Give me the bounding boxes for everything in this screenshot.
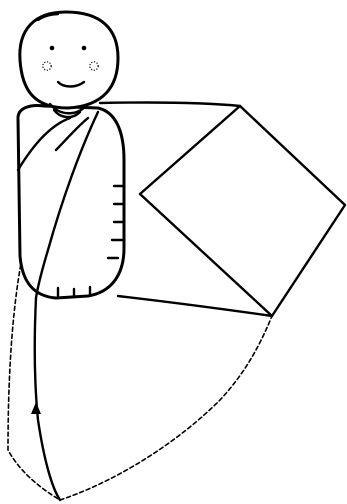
blanket <box>100 102 345 316</box>
right-eye-icon <box>82 46 87 51</box>
fold-direction-arrow <box>31 402 41 414</box>
arrowhead-up-icon <box>31 402 41 414</box>
head-fill <box>20 12 118 108</box>
blanket-right-diamond <box>140 106 345 316</box>
baby-head <box>20 12 118 117</box>
blanket-tail-line <box>35 298 60 500</box>
dashed-fold-guide-right <box>60 316 272 500</box>
blanket-top-flap-edge <box>100 102 240 106</box>
left-eye-icon <box>50 46 55 51</box>
swaddled-body <box>18 106 124 501</box>
blanket-bottom-fold-edge <box>118 296 272 316</box>
